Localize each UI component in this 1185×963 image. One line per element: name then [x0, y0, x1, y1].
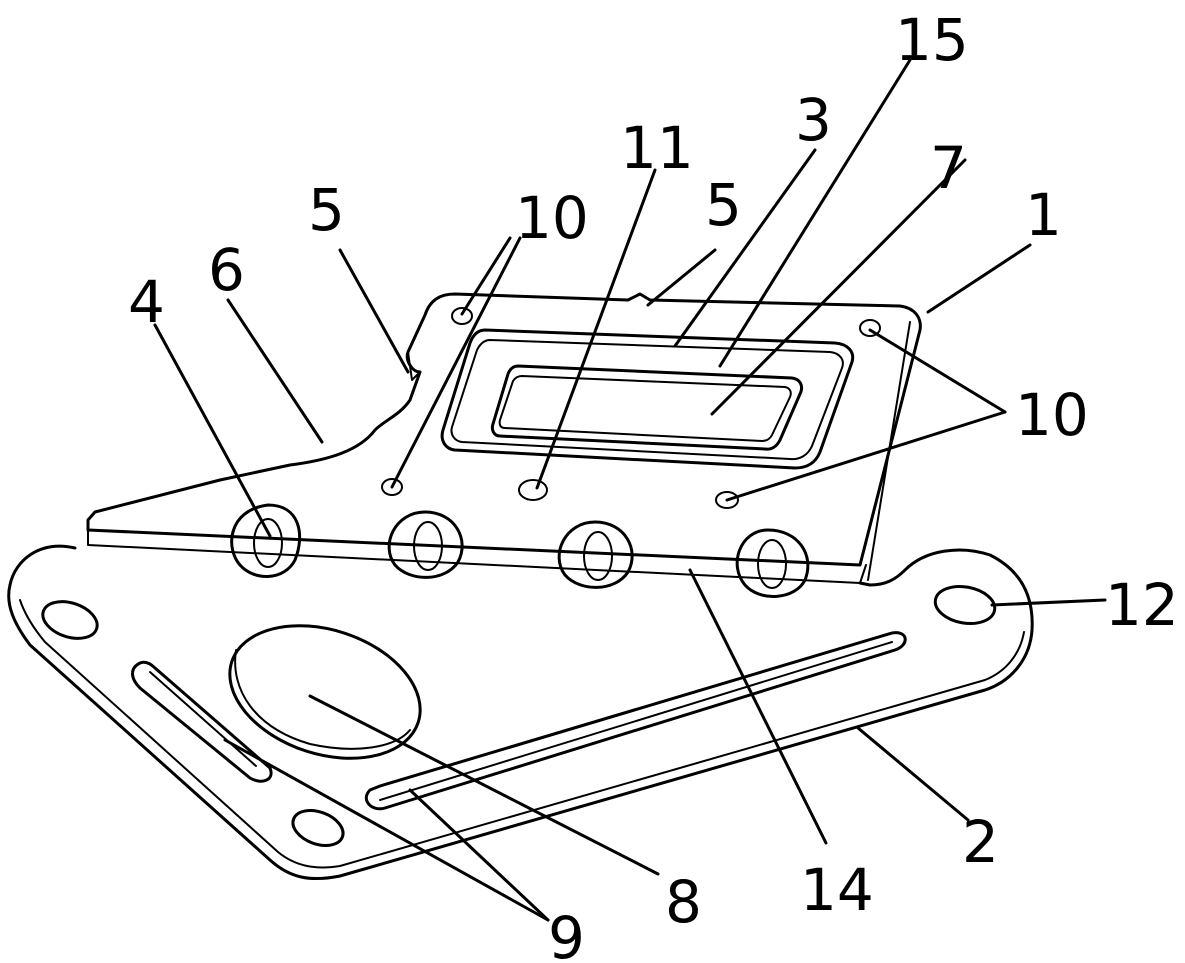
- crimp-bosses: [230, 503, 810, 598]
- mounting-holes: [381, 307, 881, 509]
- callout-12: 12: [1105, 571, 1179, 639]
- callout-10-top: 10: [515, 184, 589, 252]
- bottom-plate-features: [41, 585, 997, 847]
- callout-10-right: 10: [1015, 381, 1089, 449]
- window-frame: [440, 328, 855, 470]
- callout-7: 7: [930, 134, 967, 202]
- bottom-plate: [7, 544, 1034, 881]
- callout-4: 4: [128, 268, 165, 336]
- callout-labels: 15 3 11 7 5 5 10 1 6 4 10 12 2 14 8 9: [128, 6, 1179, 963]
- callout-14: 14: [800, 856, 874, 924]
- callout-6: 6: [208, 236, 245, 304]
- callout-15: 15: [895, 6, 969, 74]
- callout-11: 11: [620, 114, 694, 182]
- callout-1: 1: [1025, 181, 1062, 249]
- callout-3: 3: [795, 86, 832, 154]
- callout-5-left: 5: [308, 176, 345, 244]
- callout-8: 8: [665, 868, 702, 936]
- leader-lines: [153, 58, 1107, 922]
- callout-2: 2: [962, 808, 999, 876]
- top-plate: [86, 292, 922, 584]
- callout-5-right: 5: [705, 171, 742, 239]
- callout-9: 9: [548, 904, 585, 963]
